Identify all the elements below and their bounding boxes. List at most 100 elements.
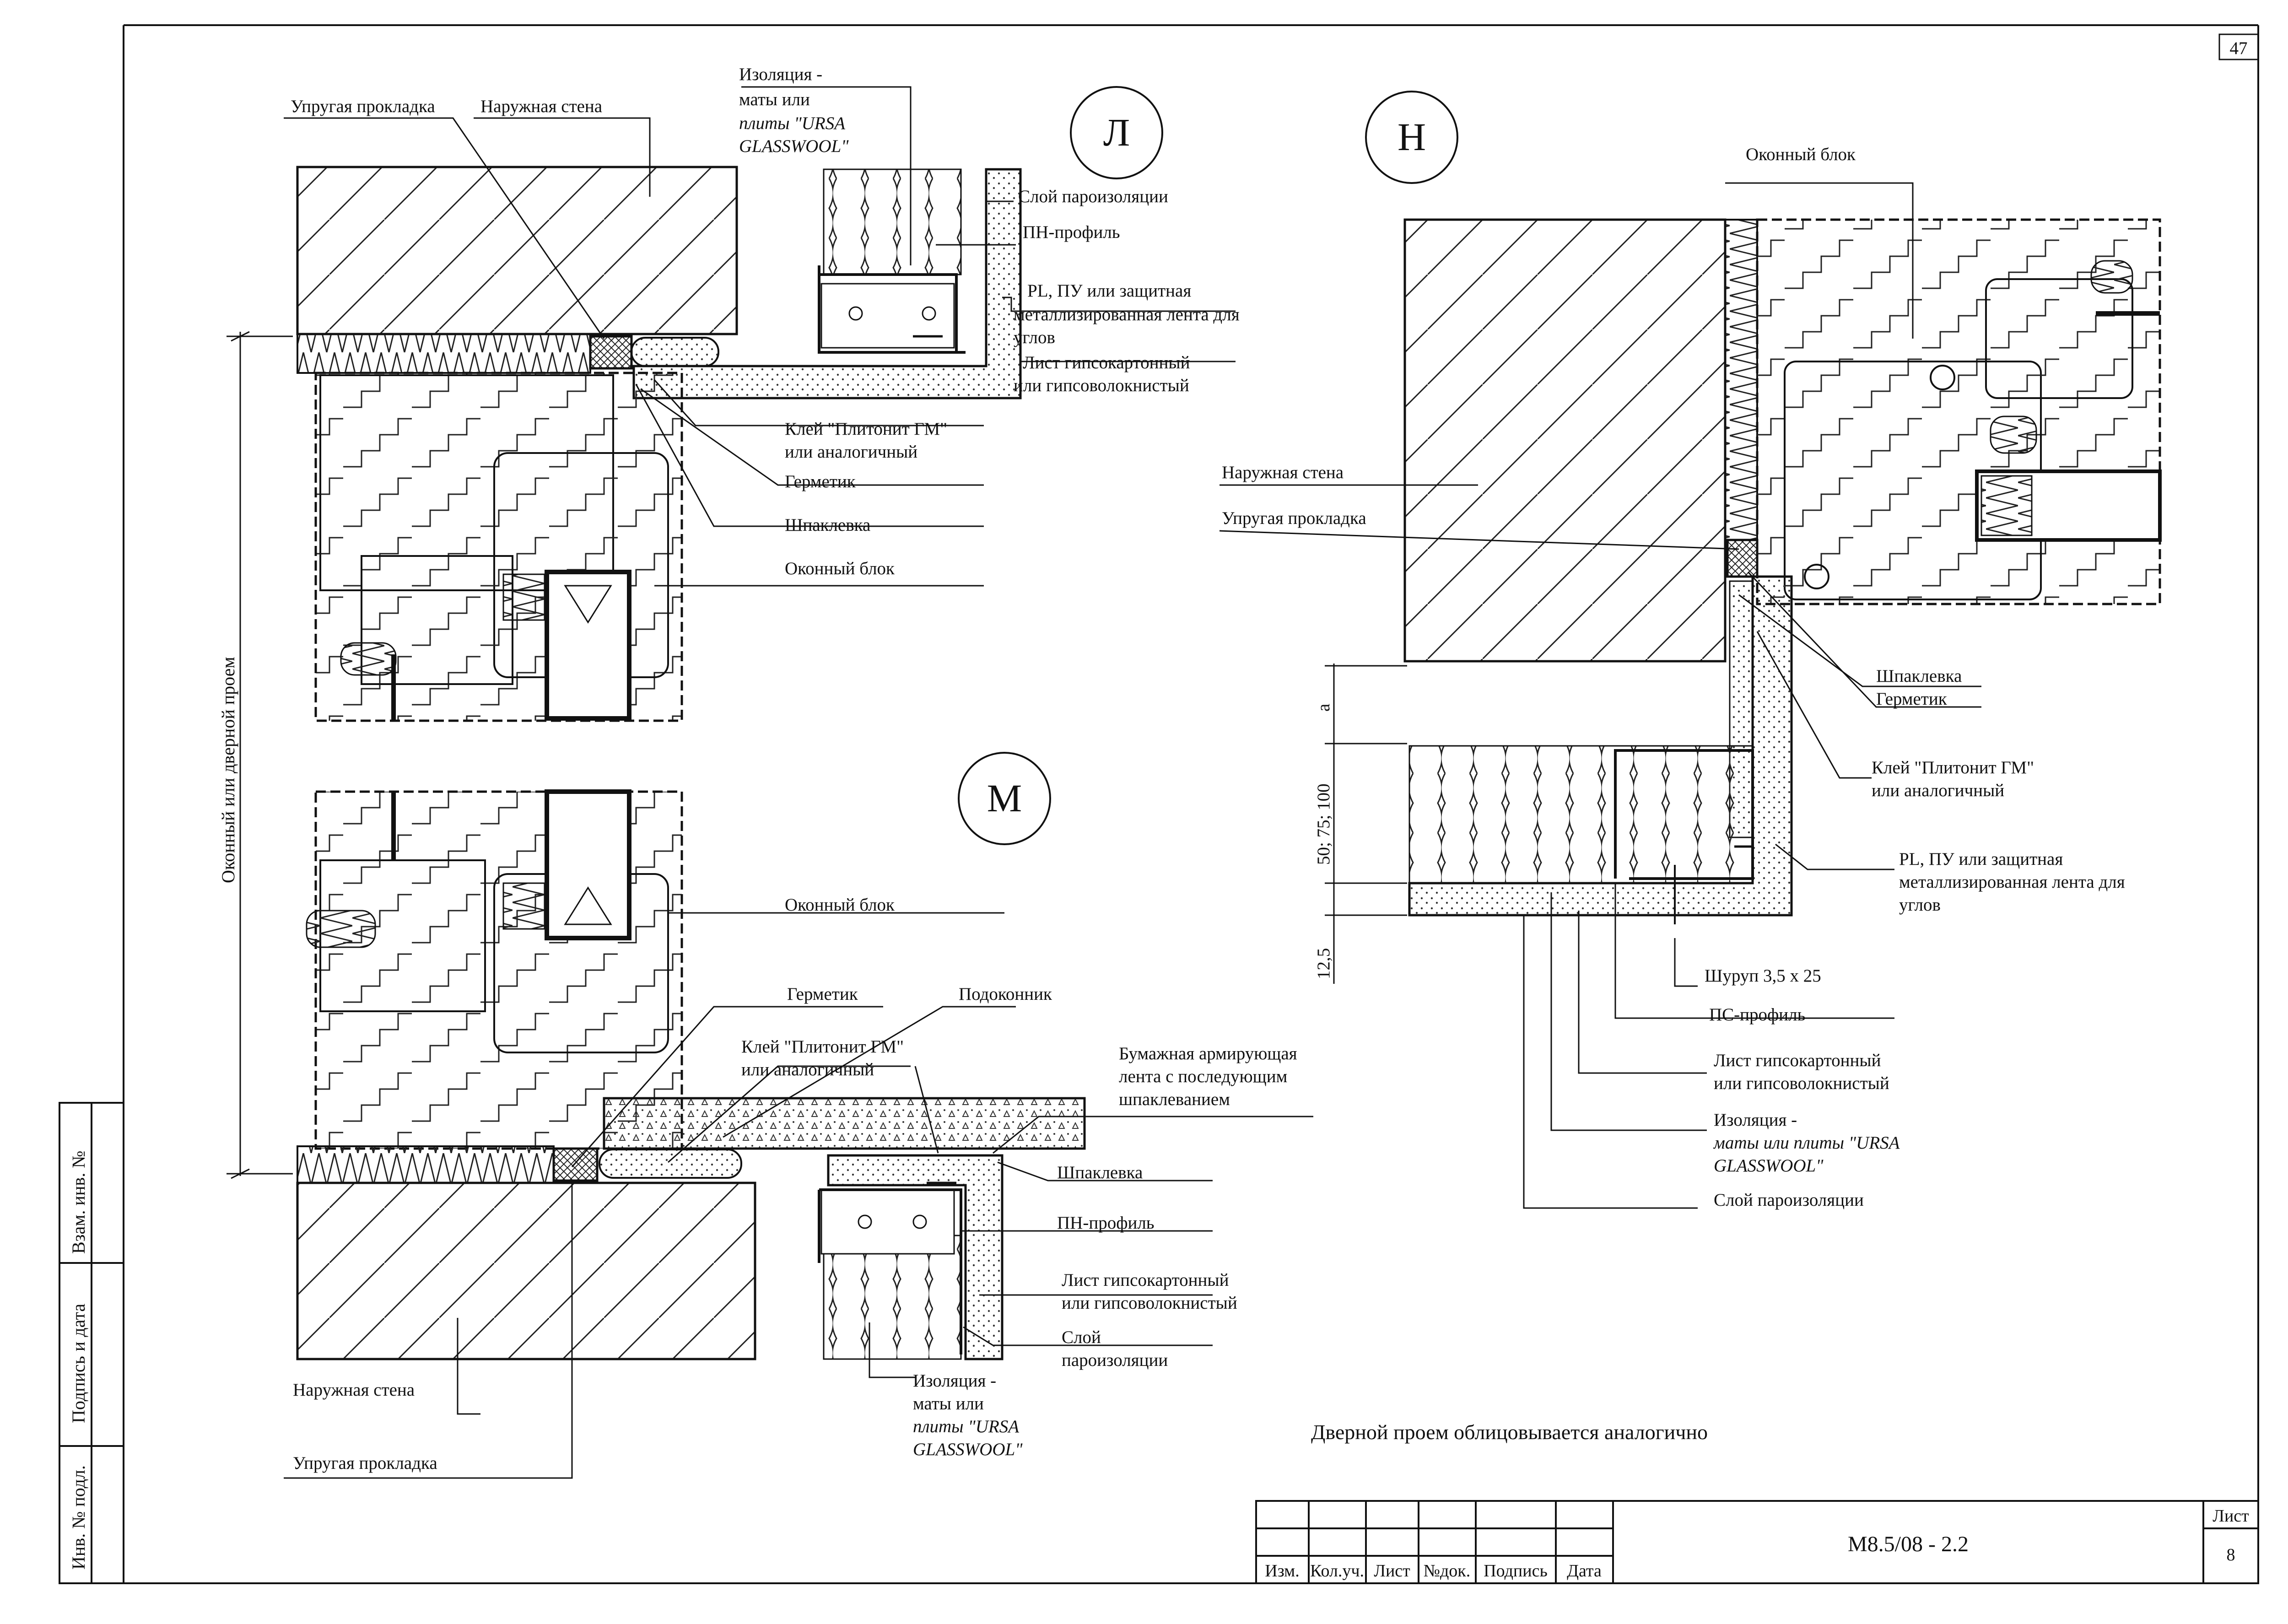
L-label-glue-2: или аналогичный bbox=[785, 442, 917, 462]
L-label-window-block: Оконный блок bbox=[785, 559, 895, 578]
N-label-insulation-1: Изоляция - bbox=[1714, 1110, 1797, 1130]
detail-N: Н a 50; 75 bbox=[1219, 91, 2162, 1210]
detail-M-mark-text: М bbox=[987, 776, 1022, 820]
L-outer-wall bbox=[296, 166, 738, 335]
L-putty bbox=[631, 337, 719, 367]
M-label-putty: Шпаклевка bbox=[1057, 1163, 1143, 1182]
L-label-elastic-gasket: Упругая прокладка bbox=[291, 97, 435, 116]
N-label-vapor-barrier: Слой пароизоляции bbox=[1714, 1190, 1864, 1210]
list-label: Лист bbox=[2212, 1506, 2249, 1526]
N-dim-stud: 50; 75; 100 bbox=[1314, 783, 1333, 865]
detail-L-mark bbox=[1070, 86, 1163, 179]
N-label-sheet-2: или гипсоволокнистый bbox=[1714, 1074, 1889, 1093]
tb-podpis: Подпись bbox=[1484, 1561, 1548, 1581]
M-label-insulation-4: GLASSWOOL" bbox=[913, 1440, 1023, 1459]
N-dim-board: 12,5 bbox=[1314, 948, 1333, 979]
L-label-insulation-1: Изоляция - bbox=[739, 65, 822, 84]
tb-kolvo: Кол.уч. bbox=[1310, 1561, 1364, 1581]
detail-M: М bbox=[284, 752, 1313, 1479]
detail-N-mark-text: Н bbox=[1398, 115, 1426, 159]
page-number: 47 bbox=[2230, 38, 2248, 58]
L-label-glue-1: Клей "Плитонит ГМ" bbox=[785, 419, 947, 439]
L-label-tape-1: PL, ПУ или защитная bbox=[1027, 281, 1191, 301]
L-label-sealant: Герметик bbox=[785, 472, 856, 491]
L-insulation bbox=[823, 168, 962, 275]
M-window-sill bbox=[603, 1097, 1086, 1150]
tb-list: Лист bbox=[1374, 1561, 1410, 1581]
L-label-insulation-2: маты или bbox=[739, 90, 810, 109]
N-label-glue-1: Клей "Плитонит ГМ" bbox=[1872, 758, 2034, 777]
L-label-sheet-2: или гипсоволокнистый bbox=[1014, 376, 1189, 395]
M-label-tape-2: лента с последующим bbox=[1119, 1067, 1287, 1086]
M-label-pn-profile: ПН-профиль bbox=[1057, 1213, 1155, 1233]
M-profile-plate bbox=[820, 1189, 955, 1255]
L-elastic-gasket bbox=[297, 333, 591, 374]
N-ps-profile bbox=[1614, 749, 1754, 880]
list-number: 8 bbox=[2227, 1545, 2235, 1565]
N-label-tape-2: металлизированная лента для bbox=[1899, 872, 2125, 892]
L-label-pn-profile: ПН-профиль bbox=[1023, 222, 1120, 242]
M-label-insulation-3: плиты "URSA bbox=[913, 1417, 1019, 1436]
M-label-insulation-1: Изоляция - bbox=[913, 1371, 996, 1391]
N-label-screw: Шуруп 3,5 х 25 bbox=[1705, 966, 1821, 986]
L-label-outer-wall: Наружная стена bbox=[480, 97, 602, 116]
M-elastic-gasket bbox=[297, 1145, 555, 1184]
N-label-putty: Шпаклевка bbox=[1876, 666, 1962, 686]
N-label-glue-2: или аналогичный bbox=[1872, 781, 2004, 800]
N-label-window-block: Оконный блок bbox=[1746, 145, 1856, 164]
M-label-tape-1: Бумажная армирующая bbox=[1119, 1044, 1297, 1063]
N-label-sealant: Герметик bbox=[1876, 689, 1947, 709]
L-label-putty: Шпаклевка bbox=[785, 515, 870, 535]
N-label-tape-1: PL, ПУ или защитная bbox=[1899, 849, 2063, 869]
tb-izm: Изм. bbox=[1265, 1561, 1299, 1581]
N-label-insulation-2: маты или плиты "URSA bbox=[1713, 1133, 1900, 1153]
M-label-sheet-1: Лист гипсокартонный bbox=[1062, 1270, 1229, 1290]
opening-label: Оконный или дверной проем bbox=[218, 657, 238, 883]
M-label-glue-2: или аналогичный bbox=[741, 1060, 874, 1079]
M-label-sheet-2: или гипсоволокнистый bbox=[1062, 1293, 1237, 1313]
side-vzam: Взам. инв. № bbox=[68, 1151, 89, 1254]
N-label-tape-3: углов bbox=[1899, 895, 1941, 915]
detail-N-mark bbox=[1365, 91, 1458, 184]
M-label-sealant: Герметик bbox=[787, 984, 858, 1004]
N-dimension-chain bbox=[1325, 664, 1407, 984]
side-podpis: Подпись и дата bbox=[68, 1304, 89, 1423]
M-window-block bbox=[306, 789, 683, 1150]
L-sealant bbox=[589, 335, 633, 370]
L-label-insulation-4: GLASSWOOL" bbox=[739, 136, 849, 156]
N-label-outer-wall: Наружная стена bbox=[1222, 463, 1344, 482]
detail-L: Л bbox=[284, 65, 1240, 722]
N-outer-wall bbox=[1403, 218, 1727, 663]
N-label-sheet-1: Лист гипсокартонный bbox=[1714, 1051, 1881, 1070]
detail-L-mark-text: Л bbox=[1103, 110, 1130, 154]
detail-M-mark bbox=[958, 752, 1051, 845]
N-window-block bbox=[1756, 218, 2162, 605]
N-leaders bbox=[1219, 182, 1981, 1209]
opening-dimension bbox=[227, 331, 293, 1179]
M-label-vapor-2: пароизоляции bbox=[1062, 1350, 1168, 1370]
side-inv: Инв. № подл. bbox=[68, 1465, 89, 1570]
L-leaders bbox=[284, 86, 1236, 587]
M-glue bbox=[599, 1149, 742, 1179]
L-label-tape-2: металлизированная лента для bbox=[1014, 305, 1240, 324]
tb-ndok: №док. bbox=[1424, 1561, 1471, 1581]
L-label-sheet-1: Лист гипсокартонный bbox=[1023, 353, 1190, 372]
side-stamp bbox=[59, 1102, 124, 1584]
M-label-vapor-1: Слой bbox=[1062, 1327, 1101, 1347]
M-label-window-block: Оконный блок bbox=[785, 895, 895, 915]
M-outer-wall bbox=[296, 1182, 756, 1360]
M-insulation bbox=[823, 1235, 962, 1360]
M-label-elastic-gasket: Упругая прокладка bbox=[293, 1453, 437, 1473]
L-pn-profile bbox=[818, 265, 966, 354]
sheet-code: М8.5/08 - 2.2 bbox=[1848, 1532, 1969, 1556]
M-gypsum-board bbox=[827, 1154, 1004, 1360]
L-label-tape-3: углов bbox=[1014, 328, 1055, 347]
title-block bbox=[1255, 1500, 2259, 1584]
L-label-vapor-barrier: Слой пароизоляции bbox=[1018, 187, 1168, 206]
M-pn-profile bbox=[818, 1188, 962, 1354]
M-label-glue-1: Клей "Плитонит ГМ" bbox=[741, 1037, 904, 1057]
N-label-insulation-3: GLASSWOOL" bbox=[1714, 1156, 1824, 1176]
N-label-elastic-gasket: Упругая прокладка bbox=[1222, 508, 1366, 528]
M-label-tape-3: шпаклеванием bbox=[1119, 1090, 1230, 1109]
